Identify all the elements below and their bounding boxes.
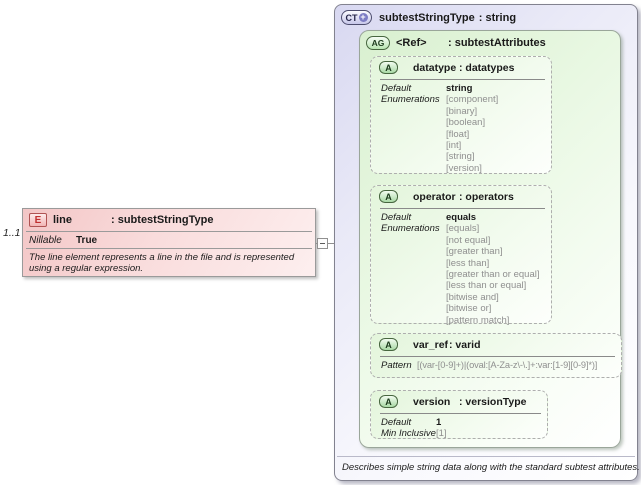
divider — [380, 356, 615, 357]
enumeration-value: [equals] — [446, 223, 480, 235]
attribute-box-datatype[interactable]: A datatype : datatypes Default Enumerati… — [370, 56, 552, 174]
attribute-group-header: AG <Ref> : subtestAttributes — [360, 31, 620, 50]
attribute-group-box[interactable]: AG <Ref> : subtestAttributes A datatype … — [359, 30, 622, 448]
facet-label: Default — [381, 83, 412, 94]
type-documentation: Describes simple string data along with … — [342, 462, 640, 473]
attribute-box-var-ref[interactable]: A var_ref : varid Pattern [(var-[0-9]+)|… — [370, 333, 622, 378]
attribute-badge-icon: A — [379, 338, 398, 351]
facet-label: Enumerations — [381, 94, 440, 106]
attribute-header: A version : versionType — [371, 391, 547, 412]
facet-default-value: string — [446, 83, 473, 94]
enumeration-value: [version] — [446, 162, 482, 174]
nillable-row: Nillable True — [23, 232, 315, 248]
divider — [380, 208, 545, 209]
facet-label: Min Inclusive — [381, 428, 436, 440]
attribute-header: A operator : operators — [371, 186, 551, 207]
attribute-type: : versionType — [459, 395, 527, 408]
facet-label: Default — [381, 417, 412, 428]
divider — [26, 231, 312, 232]
attribute-badge-icon: A — [379, 395, 398, 408]
enumeration-value: [float] — [446, 128, 470, 140]
attribute-group-name: <Ref> — [396, 37, 427, 49]
element-header: E line : subtestStringType — [23, 209, 315, 231]
complex-type-box[interactable]: CT + subtestStringType : string AG <Ref>… — [334, 4, 640, 481]
attribute-group-badge-icon: AG — [366, 36, 390, 50]
facet-default-value: 1 — [436, 417, 442, 428]
attribute-name: version — [413, 395, 451, 408]
complex-type-header: CT + subtestStringType : string — [335, 5, 637, 25]
attribute-type: : operators — [459, 190, 514, 203]
facet-label: Pattern — [381, 360, 412, 371]
enumeration-value: [not equal] — [446, 234, 491, 246]
element-type: : subtestStringType — [111, 214, 214, 226]
complex-type-name: subtestStringType — [379, 11, 475, 24]
enumeration-value: [bitwise or] — [446, 303, 492, 315]
element-name: line — [53, 214, 72, 226]
minus-icon — [320, 243, 325, 244]
attribute-type: : datatypes — [459, 61, 515, 74]
enumeration-value: [greater than] — [446, 246, 503, 258]
attribute-badge-icon: A — [379, 190, 398, 203]
min-inclusive-value: [1] — [436, 428, 447, 440]
cardinality-label: 1..1 — [3, 227, 21, 239]
pattern-value: [(var-[0-9]+)|(oval:[A-Za-z\-\.]+:var:[1… — [417, 360, 598, 370]
facet-label: Default — [381, 212, 412, 223]
enumeration-value: [component] — [446, 94, 499, 106]
complex-type-badge-label: CT — [345, 12, 358, 23]
element-box-line[interactable]: E line : subtestStringType Nillable True… — [22, 208, 316, 277]
enumeration-value: [string] — [446, 151, 475, 163]
plus-icon: + — [358, 12, 368, 22]
nillable-value: True — [76, 235, 98, 246]
attribute-header: A datatype : datatypes — [371, 57, 551, 78]
enumeration-value: [greater than or equal] — [446, 269, 540, 281]
facet-label: Enumerations — [381, 223, 440, 235]
enumeration-value: [int] — [446, 140, 462, 152]
attribute-name: var_ref — [413, 338, 449, 351]
attribute-group-type: : subtestAttributes — [448, 37, 546, 49]
complex-type-type: : string — [478, 11, 517, 24]
attribute-box-version[interactable]: A version : versionType Default Min Incl… — [370, 390, 548, 439]
divider — [380, 79, 545, 80]
enumeration-value: [binary] — [446, 105, 478, 117]
divider — [337, 456, 635, 457]
attribute-box-operator[interactable]: A operator : operators Default Enumerati… — [370, 185, 552, 326]
nillable-label: Nillable — [29, 235, 62, 246]
enumeration-value: [less than or equal] — [446, 280, 527, 292]
element-documentation: The line element represents a line in th… — [29, 252, 295, 274]
attribute-name: operator — [413, 190, 456, 203]
enumeration-value: [less than] — [446, 257, 490, 269]
divider — [380, 413, 541, 414]
attribute-name: datatype — [413, 61, 457, 74]
facet-default-value: equals — [446, 212, 477, 223]
collapse-toggle[interactable] — [317, 238, 328, 249]
attribute-header: A var_ref : varid — [371, 334, 621, 355]
enumeration-value: [boolean] — [446, 117, 486, 129]
divider — [26, 248, 312, 249]
attribute-type: : varid — [449, 338, 481, 351]
enumeration-value: [bitwise and] — [446, 291, 499, 303]
complex-type-badge-icon: CT + — [341, 10, 372, 25]
attribute-badge-icon: A — [379, 61, 398, 74]
enumeration-value: [pattern match] — [446, 314, 510, 326]
element-badge-icon: E — [29, 213, 47, 227]
